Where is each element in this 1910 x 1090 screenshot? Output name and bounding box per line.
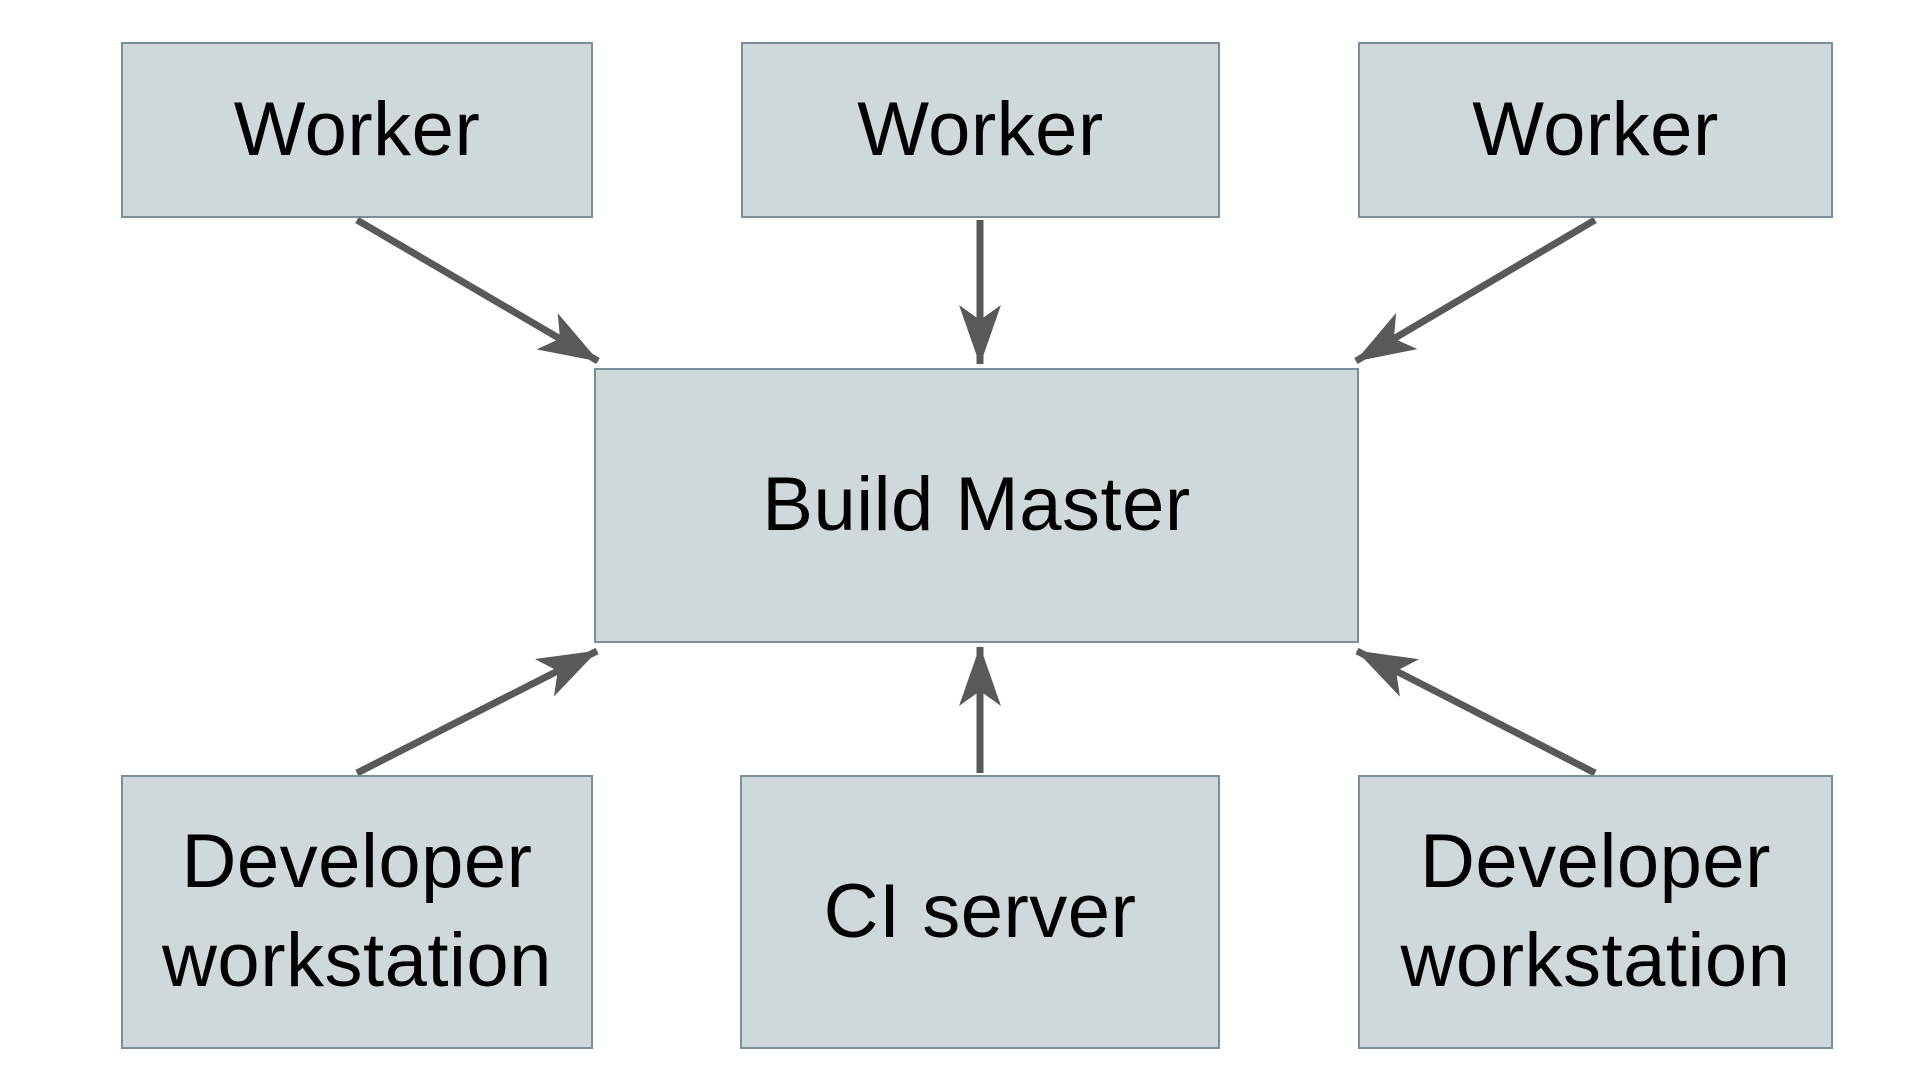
node-worker-center: Worker bbox=[741, 42, 1220, 218]
node-developer-workstation-left-label: Developer workstation bbox=[162, 819, 552, 1003]
node-worker-left: Worker bbox=[121, 42, 593, 218]
arrow-worker1-to-buildmaster bbox=[355, 216, 600, 365]
arrow-devright-to-buildmaster bbox=[1355, 647, 1597, 777]
node-ci-server: CI server bbox=[740, 775, 1220, 1049]
node-developer-workstation-right: Developer workstation bbox=[1358, 775, 1833, 1049]
arrow-devleft-to-buildmaster bbox=[355, 647, 599, 777]
arrow-worker3-to-buildmaster bbox=[1354, 216, 1597, 365]
node-developer-workstation-right-label: Developer workstation bbox=[1400, 819, 1791, 1003]
node-build-master: Build Master bbox=[594, 368, 1359, 643]
node-worker-right-label: Worker bbox=[1472, 86, 1719, 172]
node-developer-workstation-left: Developer workstation bbox=[121, 775, 593, 1049]
node-worker-right: Worker bbox=[1358, 42, 1833, 218]
node-worker-left-label: Worker bbox=[233, 86, 481, 172]
node-build-master-label: Build Master bbox=[762, 462, 1191, 548]
node-ci-server-label: CI server bbox=[823, 868, 1137, 954]
node-worker-center-label: Worker bbox=[857, 86, 1104, 172]
